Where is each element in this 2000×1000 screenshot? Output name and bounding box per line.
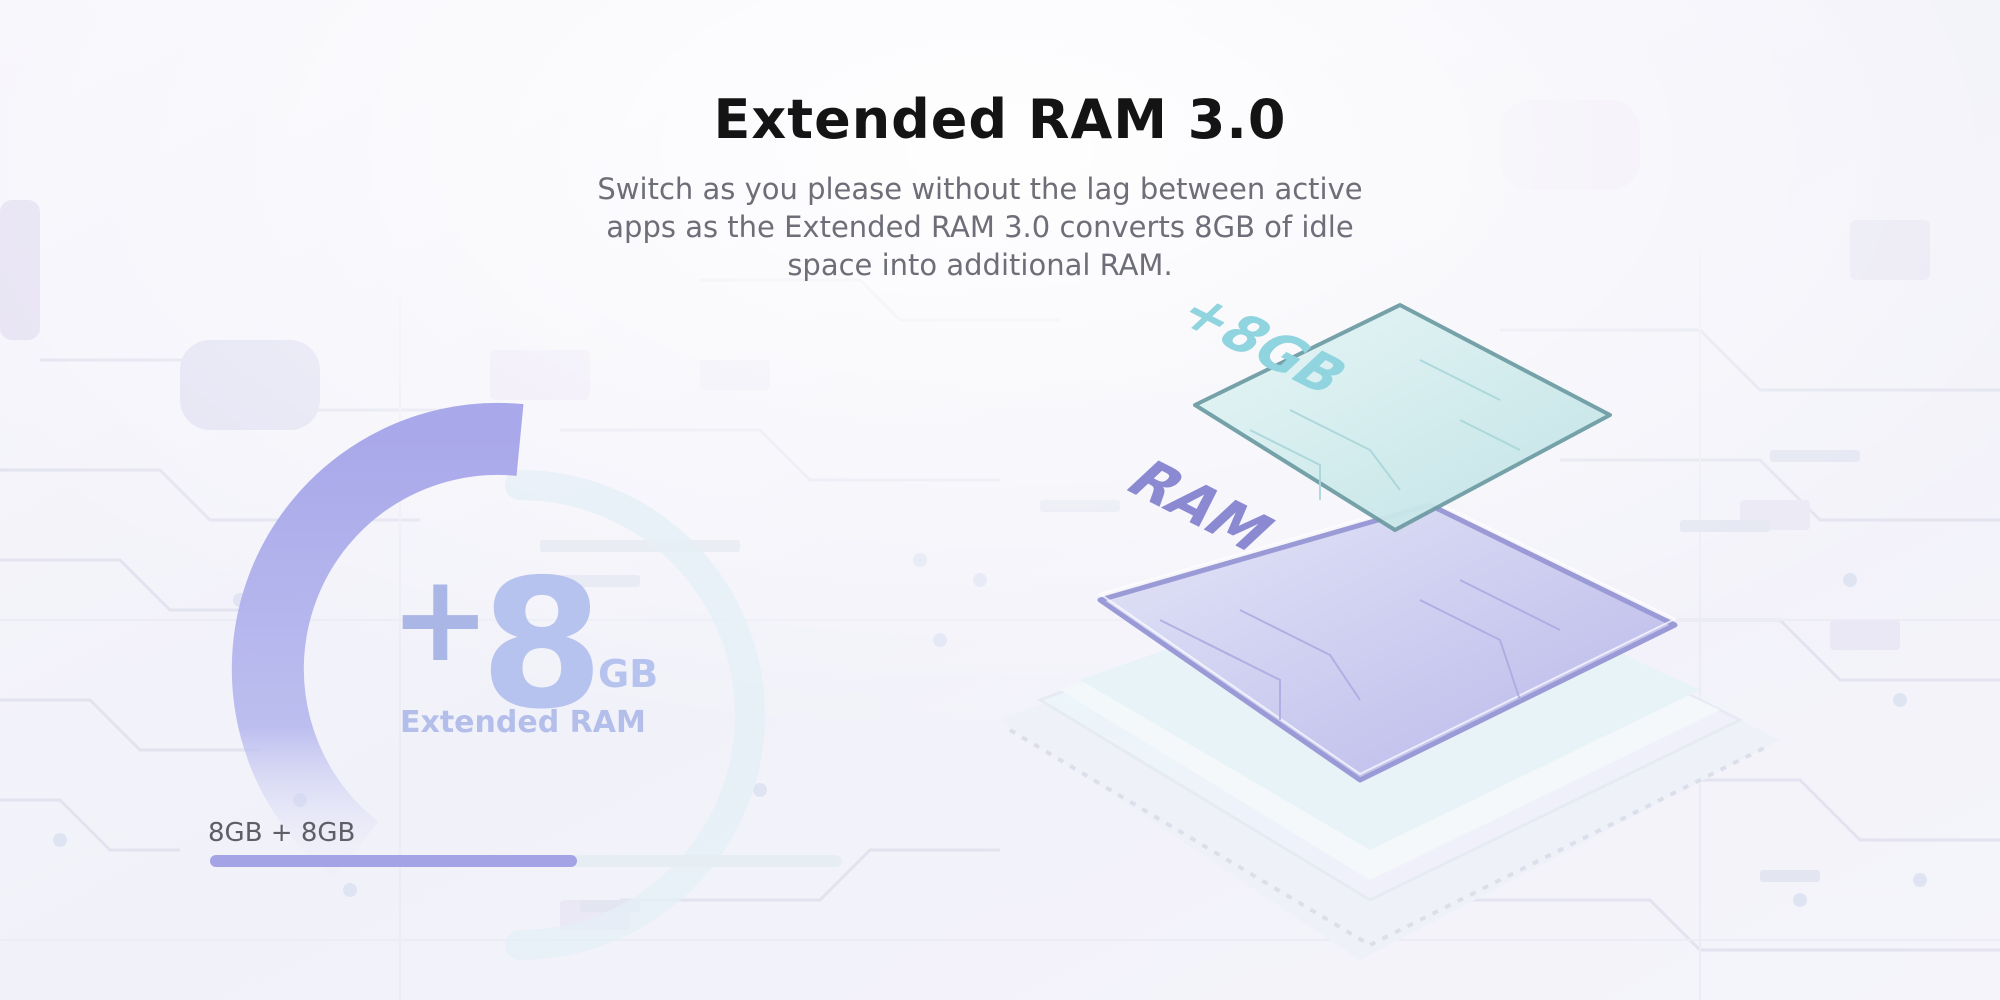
memory-progress-fill (210, 855, 577, 867)
extended-memory-layer (1193, 303, 1612, 532)
memory-total-label: 8GB + 8GB (208, 818, 356, 848)
gauge-fill-arc (231, 402, 524, 879)
gauge-unit: GB (598, 652, 659, 696)
memory-progress-bar (210, 855, 842, 867)
chip-illustration (1000, 303, 1780, 960)
page-title: Extended RAM 3.0 (713, 88, 1287, 151)
feature-description: Switch as you please without the lag bet… (597, 172, 1363, 282)
gauge-label: Extended RAM (400, 705, 646, 740)
ram-layer (1097, 497, 1678, 783)
gauge-amount: 8 (480, 541, 604, 748)
gauge-track-ring (505, 470, 765, 960)
ram-gauge (231, 402, 765, 960)
gauge-plus-sign: + (390, 550, 491, 689)
